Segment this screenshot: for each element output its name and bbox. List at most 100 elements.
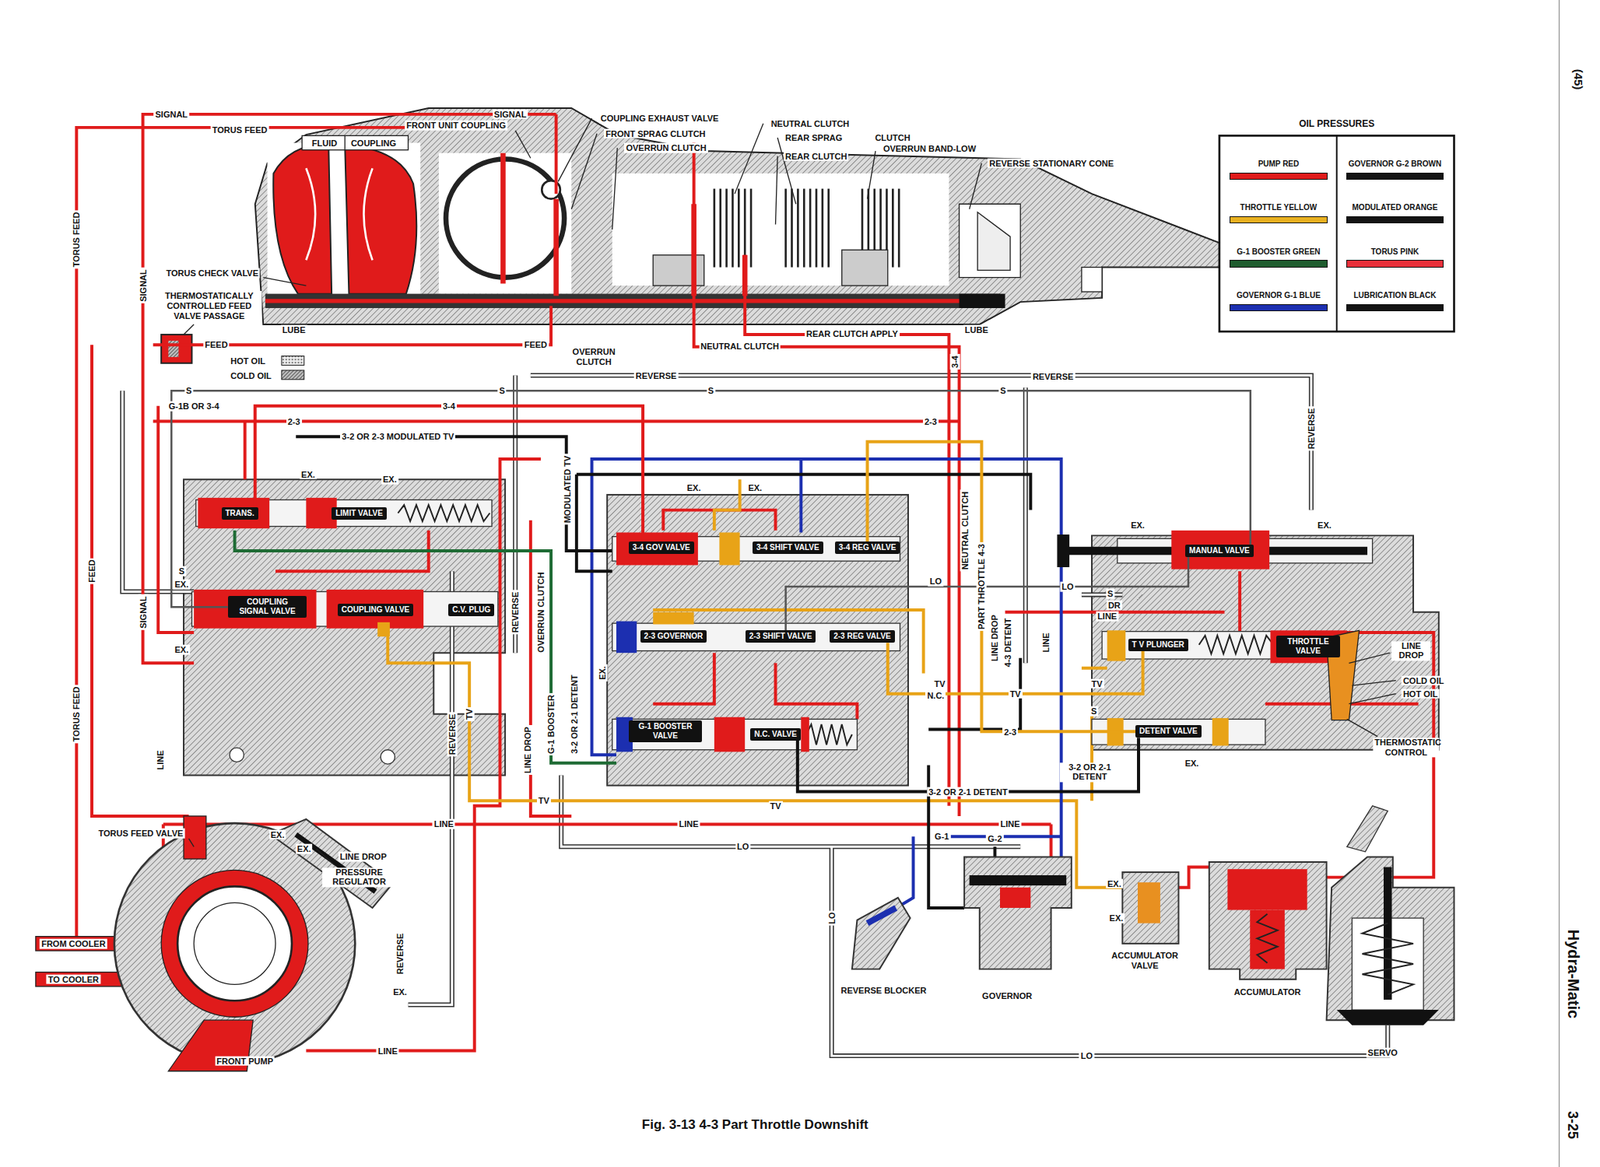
valve-name: DETENT VALVE bbox=[1139, 726, 1198, 737]
oil-line bbox=[1024, 387, 1027, 664]
part-label: DR bbox=[1106, 600, 1123, 611]
leader-line bbox=[263, 277, 306, 286]
valve-land bbox=[800, 717, 809, 753]
part-label: REVERSE STATIONARY CONE bbox=[987, 157, 1116, 169]
part-label: 2-3 bbox=[286, 416, 302, 427]
valve-land bbox=[719, 532, 740, 565]
valve-land bbox=[377, 622, 390, 637]
spring bbox=[1199, 635, 1274, 655]
oil-line bbox=[831, 846, 1389, 1057]
part-label: HOT OIL bbox=[1401, 688, 1440, 699]
oil-line bbox=[235, 530, 617, 764]
part-label: THERMOSTATIC CONTROL bbox=[1372, 737, 1439, 758]
valve-land bbox=[197, 498, 270, 529]
oil-line bbox=[799, 459, 803, 533]
servo bbox=[1326, 806, 1455, 1026]
part-label: REVERSE bbox=[510, 589, 521, 635]
part-label: LINE DROP bbox=[338, 852, 389, 863]
part-label: OVERRUN BAND-LOW bbox=[881, 143, 978, 155]
part-label: LINE bbox=[1095, 611, 1119, 622]
oil-passage-connector bbox=[887, 642, 1144, 694]
legend-swatch bbox=[1229, 259, 1328, 267]
oil-line bbox=[157, 406, 194, 633]
part-label: COLD OIL bbox=[228, 370, 274, 381]
part-label: FRONT UNIT COUPLING bbox=[404, 120, 508, 131]
part-label: LINE bbox=[155, 748, 166, 772]
accumulator-valve bbox=[1122, 872, 1179, 944]
oil-line bbox=[407, 571, 452, 1005]
leader-line bbox=[1348, 694, 1396, 705]
legend-divider bbox=[1336, 135, 1338, 332]
part-label: N.C. bbox=[925, 691, 946, 702]
part-label: ACCUMULATOR VALVE bbox=[1105, 951, 1185, 972]
part-label: HOT OIL bbox=[228, 356, 267, 367]
fluid-coupling-tag bbox=[301, 135, 408, 150]
leader-line bbox=[515, 130, 531, 158]
part-label: OVERRUN CLUTCH bbox=[569, 347, 619, 367]
part-label: MODULATED TV bbox=[562, 454, 573, 526]
torus-feed-valve bbox=[183, 816, 207, 860]
valve-label: T V PLUNGER bbox=[1128, 638, 1189, 652]
valve-body bbox=[183, 479, 506, 776]
part-label: S bbox=[177, 566, 186, 577]
legend-frame bbox=[1219, 135, 1455, 332]
manual-rod bbox=[1061, 547, 1368, 555]
torus-half bbox=[273, 144, 332, 295]
part-label: S bbox=[497, 385, 506, 397]
part-label: S bbox=[998, 385, 1008, 397]
transmission-section bbox=[161, 108, 1220, 364]
part-label: EX. bbox=[746, 482, 764, 493]
part-label: TV bbox=[464, 707, 475, 722]
line-label: 3-4 bbox=[441, 401, 457, 412]
legend-text: THROTTLE YELLOW bbox=[1240, 203, 1318, 212]
part-label: 3-2 OR 2-1 DETENT bbox=[1059, 762, 1120, 783]
reverse-blocker bbox=[852, 898, 911, 970]
valve-land bbox=[652, 612, 694, 625]
part-label: EX. bbox=[173, 645, 191, 656]
part-label: SIGNAL bbox=[137, 594, 148, 631]
part-label: Hydra-Matic bbox=[1563, 928, 1582, 1021]
valve-land bbox=[616, 532, 699, 565]
valve-label: 2-3 REG VALVE bbox=[829, 630, 895, 643]
leader-line bbox=[557, 118, 592, 182]
part-label: 3-25 bbox=[1564, 1109, 1581, 1141]
clutch-plate bbox=[891, 189, 895, 268]
valve-name: TRANS. bbox=[225, 508, 255, 519]
part-label: PRESSURE REGULATOR bbox=[322, 867, 397, 888]
valve-name: 2-3 REG VALVE bbox=[833, 631, 892, 642]
valve-spools bbox=[192, 498, 1373, 752]
leader-line bbox=[189, 838, 195, 847]
part-label: TV bbox=[1090, 678, 1105, 689]
oil-passage bbox=[556, 199, 746, 297]
part-label: G-2 bbox=[985, 833, 1004, 844]
clutch-plate bbox=[803, 189, 806, 268]
clutch-plate bbox=[719, 189, 722, 268]
oil-line-outline bbox=[407, 571, 452, 1005]
part-label: LO bbox=[826, 910, 837, 926]
manual-knob bbox=[1056, 534, 1070, 568]
accumulator-piston bbox=[1227, 869, 1307, 910]
legend-swatch bbox=[1346, 259, 1445, 267]
part-label: EX. bbox=[1183, 757, 1201, 769]
part-label: TORUS FEED bbox=[210, 124, 270, 135]
reverse-cone bbox=[977, 212, 1011, 271]
part-label: FROM COOLER bbox=[39, 939, 108, 950]
part-label: (45) bbox=[1571, 67, 1586, 92]
valve-label: MANUAL VALVE bbox=[1185, 544, 1254, 558]
valve-land bbox=[326, 589, 425, 629]
leader-line bbox=[315, 849, 335, 866]
valve-label: 3-4 REG VALVE bbox=[835, 541, 901, 555]
leader-line bbox=[777, 137, 797, 204]
accumulator-valve-body bbox=[1122, 872, 1179, 944]
part-label: EX. bbox=[685, 482, 703, 493]
valve-name: 3-4 SHIFT VALVE bbox=[756, 543, 820, 553]
clutch-plate bbox=[731, 189, 734, 268]
clutch-plate bbox=[815, 189, 818, 268]
part-label: 4-3 DETENT bbox=[1003, 617, 1014, 670]
line-label: S bbox=[706, 385, 716, 397]
part-label: FEED bbox=[522, 340, 549, 351]
legend-text: LUBRICATION BLACK bbox=[1353, 290, 1436, 299]
governor-body bbox=[964, 856, 1072, 969]
accumulator-valve-spool bbox=[1137, 882, 1161, 923]
front-pump bbox=[35, 816, 393, 1072]
